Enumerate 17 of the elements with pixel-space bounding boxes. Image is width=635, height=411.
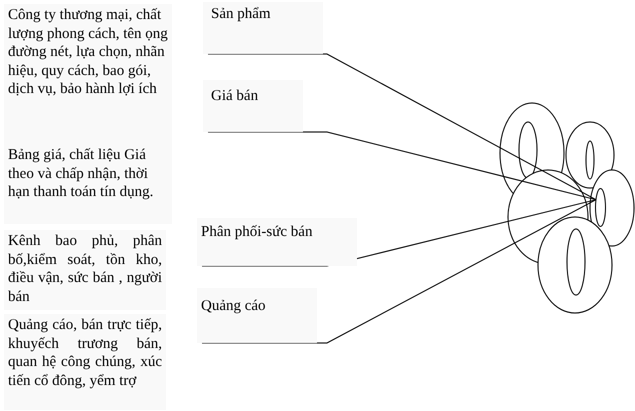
description-text: Bảng giá, chất liệu Giá theo và chấp nhận, thời hạn thanh toán tín dụng. (4, 144, 172, 224)
description-text: Công ty thương mại, chất lượng phong cách, tên ọng đường nét, lựa chọn, nhãn hiệu, quy cách, bao gói, dịch vụ, bảo hành lợi ích (4, 4, 172, 144)
leader-line (208, 132, 596, 200)
category-label: Sản phẩm (211, 6, 271, 23)
description-text: Kênh bao phủ, phân bố,kiểm soát, tồn kho, điều vận, sức bán , người bán (4, 230, 166, 310)
category-label: Quảng cáo (201, 298, 266, 315)
category-label: Phân phối-sức bán (201, 224, 312, 241)
leader-line (202, 199, 596, 266)
label-area (197, 218, 357, 266)
label-area (203, 2, 323, 54)
label-area (197, 288, 317, 343)
leader-line (208, 54, 596, 200)
label-area (203, 80, 303, 132)
category-label: Giá bán (211, 88, 258, 105)
leader-line (202, 199, 596, 344)
description-text: Quảng cáo, bán trực tiếp, khuyếch trương bán, quan hệ công chúng, xúc tiến cổ đông, yểm trợ (4, 314, 166, 410)
center-ellipse (595, 188, 606, 227)
